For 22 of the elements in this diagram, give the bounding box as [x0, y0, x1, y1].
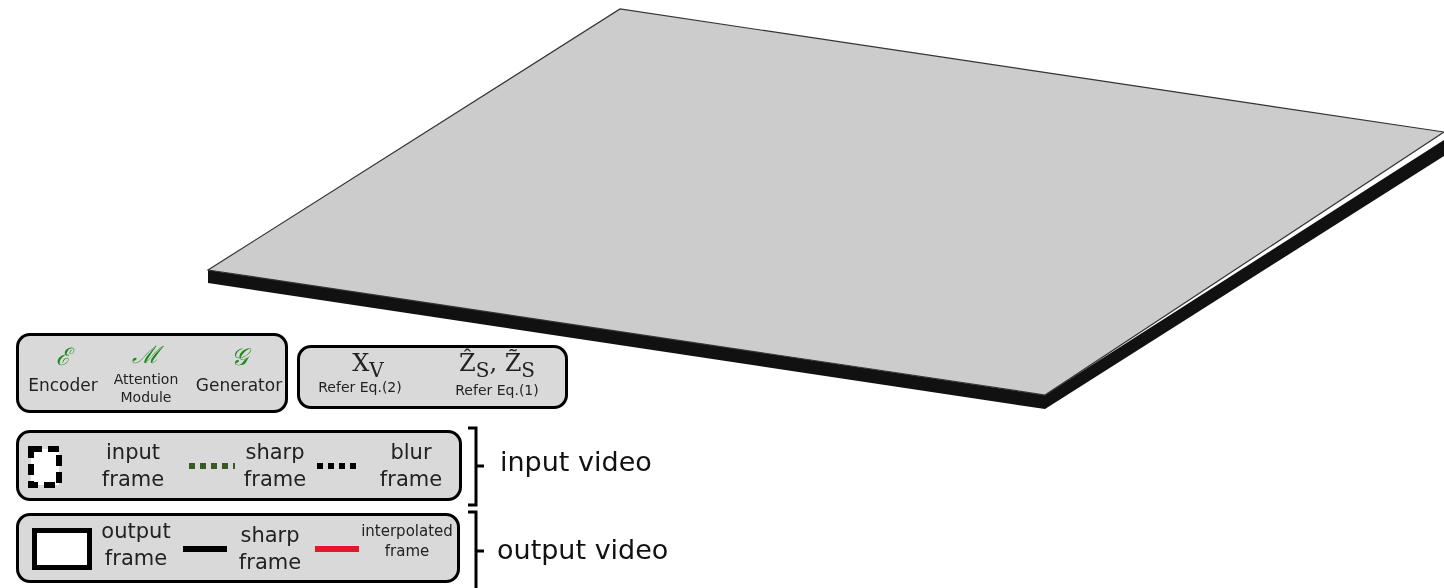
- legend-text: Attention Module: [112, 370, 180, 407]
- legend-text: Generator: [194, 374, 284, 397]
- legend-text: input frame: [100, 439, 166, 494]
- legend-text: Refer Eq.(1): [454, 381, 540, 400]
- symbol-label: ℳ: [126, 340, 166, 372]
- symbol-label: ℰ: [43, 342, 83, 374]
- legend-panel: [297, 345, 568, 409]
- legend-text: output frame: [100, 518, 172, 573]
- legend-text: sharp frame: [242, 439, 308, 494]
- math-symbol: X$_{V}$: [352, 350, 384, 381]
- legend-panel: [16, 430, 462, 501]
- legend-panel: [16, 333, 288, 413]
- symbol-label: 𝒢: [219, 342, 259, 374]
- math-symbol: Ẑ$_{S}$, Z̃$_{S}$: [458, 350, 536, 381]
- group-label: input video: [500, 446, 652, 477]
- group-label: output video: [497, 534, 669, 565]
- legend-text: Encoder: [27, 374, 99, 397]
- legend-text: blur frame: [378, 439, 444, 494]
- legend-text: Refer Eq.(2): [317, 378, 403, 397]
- legend-text: interpolated frame: [360, 522, 454, 561]
- legend-panel: [16, 513, 460, 583]
- legend-text: sharp frame: [237, 522, 303, 577]
